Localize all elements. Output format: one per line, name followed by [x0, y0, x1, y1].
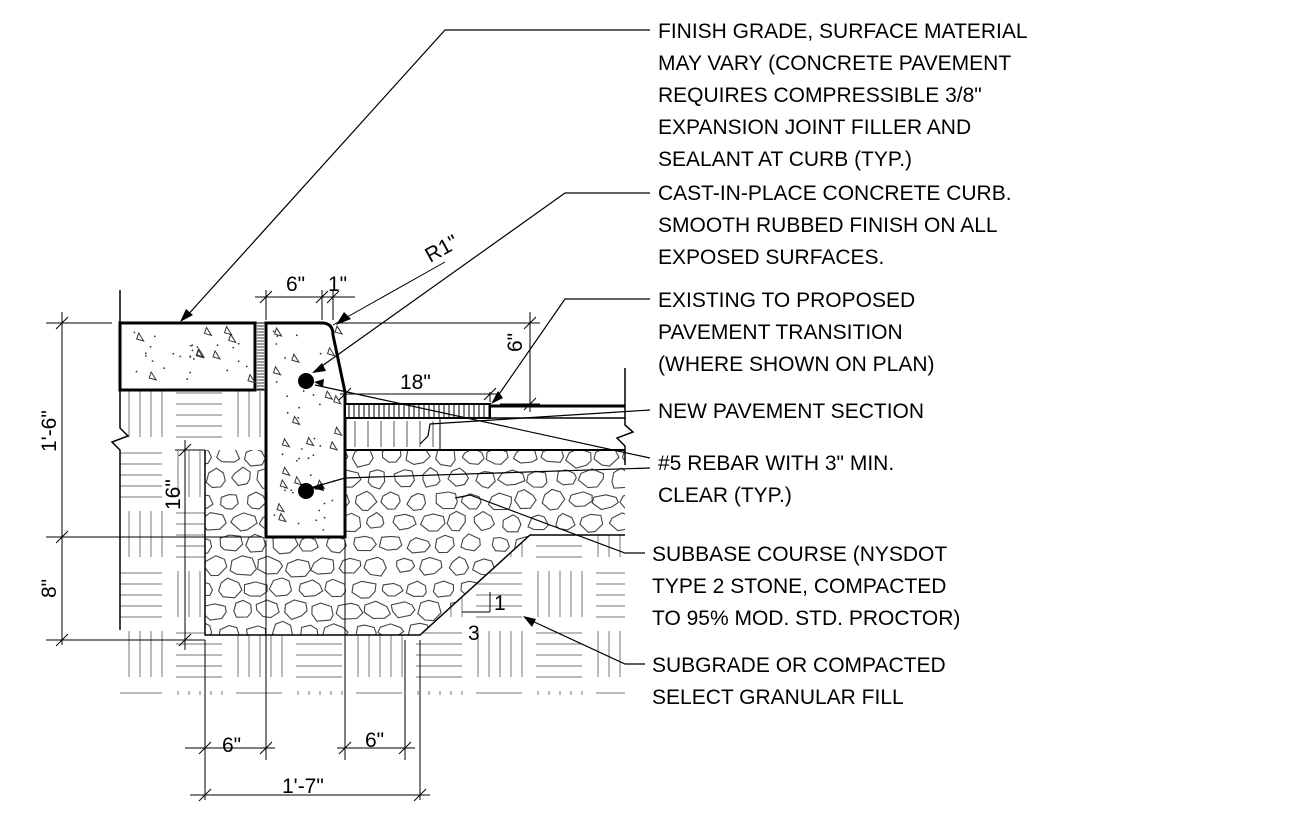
dim-right-offset: 6"	[365, 729, 384, 752]
note-line: #5 REBAR WITH 3" MIN.	[658, 452, 894, 475]
note-line: MAY VARY (CONCRETE PAVEMENT	[658, 52, 1011, 75]
joint-filler	[255, 322, 266, 391]
dim-embed-depth: 16"	[162, 479, 185, 510]
note-line: CLEAR (TYP.)	[658, 484, 792, 507]
note-line: EXPOSED SURFACES.	[658, 246, 884, 269]
dim-overall-width: 1'-7"	[282, 775, 324, 798]
note-subgrade: SUBGRADE OR COMPACTED SELECT GRANULAR FI…	[652, 654, 946, 709]
note-line: TO 95% MOD. STD. PROCTOR)	[652, 607, 960, 630]
dimensions	[46, 261, 540, 802]
rebar-bottom	[298, 483, 314, 499]
note-line: TYPE 2 STONE, COMPACTED	[652, 575, 946, 598]
arrowheads	[180, 309, 536, 627]
dim-curb-height: 1'-6"	[38, 410, 61, 452]
note-line: REQUIRES COMPRESSIBLE 3/8"	[658, 84, 982, 107]
dim-left-offset: 6"	[222, 734, 241, 757]
note-line: FINISH GRADE, SURFACE MATERIAL	[658, 20, 1028, 43]
dim-radius: R1"	[421, 231, 462, 268]
subbase-outline	[204, 450, 625, 636]
rebar-top	[298, 373, 314, 389]
note-finish-grade: FINISH GRADE, SURFACE MATERIAL MAY VARY …	[658, 20, 1028, 171]
note-line: CAST-IN-PLACE CONCRETE CURB.	[658, 182, 1012, 205]
note-subbase: SUBBASE COURSE (NYSDOT TYPE 2 STONE, COM…	[652, 543, 960, 630]
note-line: SUBBASE COURSE (NYSDOT	[652, 543, 947, 566]
note-line: EXPANSION JOINT FILLER AND	[658, 116, 971, 139]
dim-subbase-depth: 8"	[38, 579, 61, 598]
dim-slope-run: 3	[468, 622, 480, 645]
note-line: SUBGRADE OR COMPACTED	[652, 654, 946, 677]
dim-reveal: 6"	[504, 333, 527, 352]
existing-slab	[118, 321, 257, 392]
note-line: (WHERE SHOWN ON PLAN)	[658, 353, 935, 376]
dim-batter: 1"	[328, 273, 347, 296]
note-line: SMOOTH RUBBED FINISH ON ALL	[658, 214, 998, 237]
note-transition: EXISTING TO PROPOSED PAVEMENT TRANSITION…	[658, 289, 935, 376]
dim-gutter-width: 18"	[400, 371, 431, 394]
note-rebar: #5 REBAR WITH 3" MIN. CLEAR (TYP.)	[658, 452, 894, 507]
note-line: PAVEMENT TRANSITION	[658, 321, 903, 344]
subbase-stone	[205, 450, 625, 635]
note-line: SEALANT AT CURB (TYP.)	[658, 148, 912, 171]
note-line: EXISTING TO PROPOSED	[658, 289, 915, 312]
concrete-curb	[264, 321, 347, 539]
note-line: SELECT GRANULAR FILL	[652, 686, 904, 709]
new-pavement	[344, 403, 625, 451]
note-new-pavement: NEW PAVEMENT SECTION	[658, 400, 924, 423]
dim-top-width: 6"	[286, 273, 305, 296]
break-lines	[110, 290, 635, 630]
note-curb: CAST-IN-PLACE CONCRETE CURB. SMOOTH RUBB…	[658, 182, 1012, 269]
dim-slope-rise: 1	[494, 592, 506, 615]
